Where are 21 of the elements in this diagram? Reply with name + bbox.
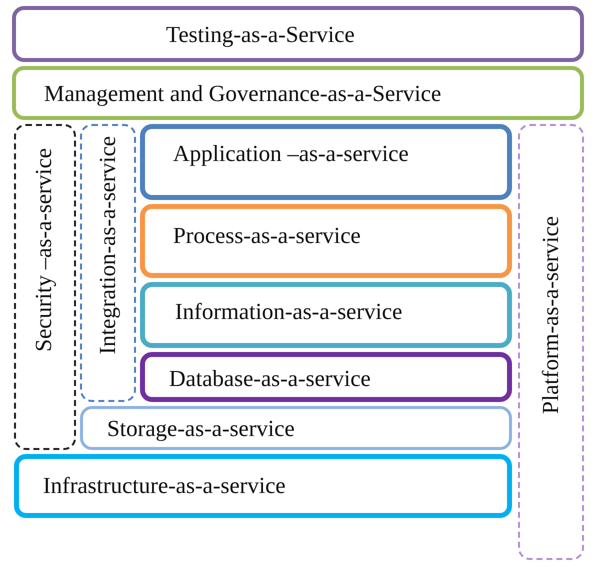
layer-label: Storage-as-a-service [107,416,295,442]
layer-label: Security –as-a-service [31,148,57,352]
layer-label: Application –as-a-service [173,141,409,167]
layer-label: Platform-as-a-service [538,216,564,414]
service-layer-box [140,282,512,348]
service-layer-box [12,6,584,62]
layer-label: Database-as-a-service [169,366,371,392]
service-layer-box [14,454,512,518]
service-layer-box [140,352,512,402]
layer-label: Process-as-a-service [173,223,361,249]
service-layer-box [80,406,512,450]
service-layer-box [140,124,512,200]
layer-label: Integration-as-a-service [95,136,121,354]
layer-label: Information-as-a-service [175,299,402,325]
layer-label: Management and Governance-as-a-Service [44,81,442,107]
layer-label: Testing-as-a-Service [166,22,355,48]
service-column-box [14,124,76,450]
layer-label: Infrastructure-as-a-service [43,473,286,499]
service-layer-box [12,66,584,120]
service-layer-box [140,204,512,278]
service-column-box [80,124,136,402]
